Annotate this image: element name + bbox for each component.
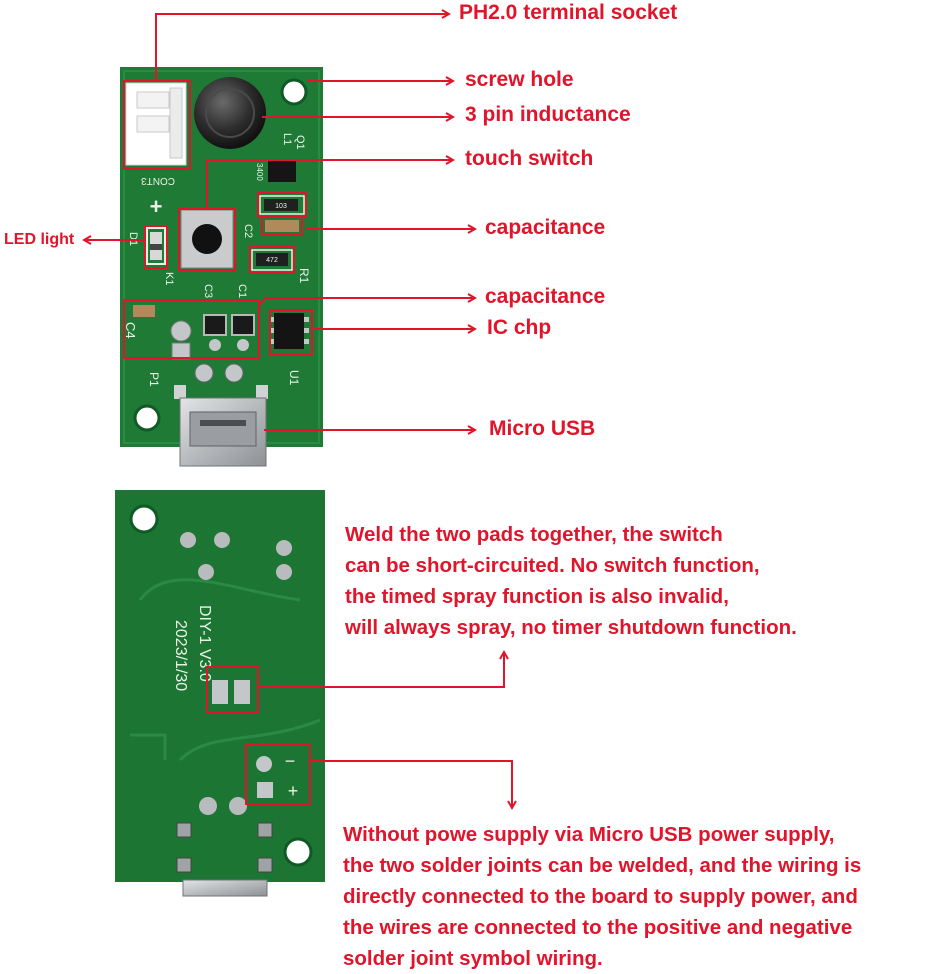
label-ic-chip: IC chp — [487, 316, 552, 339]
note-power-line-3: directly connected to the board to suppl… — [343, 885, 858, 908]
note-power-line-5: solder joint symbol wiring. — [343, 947, 603, 970]
p1-pad-2 — [224, 363, 244, 383]
silk-plus: + — [150, 194, 163, 219]
silk-l1: L1 — [281, 133, 293, 145]
back-pad-4 — [198, 564, 214, 580]
back-board: DIY-1 V3.0 2023/1/30 − + — [115, 490, 325, 897]
silk-back-plus: + — [288, 781, 299, 801]
note-switch-line-1: Weld the two pads together, the switch — [345, 523, 723, 546]
silk-c3: C3 — [202, 284, 214, 298]
usb-tab-2 — [257, 822, 273, 838]
note-switch-pads: Weld the two pads together, the switch c… — [345, 519, 797, 643]
power-pad-positive — [257, 782, 273, 798]
inductor — [194, 77, 266, 149]
silk-cont3: CONT3 — [141, 175, 175, 186]
front-leader-lines — [84, 14, 475, 430]
back-micro-usb — [182, 879, 268, 897]
label-micro-usb: Micro USB — [489, 417, 596, 440]
smd-pad-2 — [237, 339, 249, 351]
smd-472: 472 — [251, 249, 293, 271]
silk-date: 2023/1/30 — [172, 620, 189, 691]
screw-hole-bottom — [133, 404, 161, 432]
label-3pin-inductance: 3 pin inductance — [465, 103, 631, 126]
back-pad-5 — [276, 564, 292, 580]
silk-minus: − — [285, 751, 296, 771]
label-touch-switch: touch switch — [465, 147, 594, 170]
back-pad-3 — [276, 540, 292, 556]
silk-k1: K1 — [163, 272, 175, 285]
silk-p1: P1 — [147, 372, 161, 387]
silk-c4: C4 — [123, 322, 138, 339]
note-switch-line-3: the timed spray function is also invalid… — [345, 585, 729, 608]
label-ph20-socket: PH2.0 terminal socket — [459, 1, 678, 24]
electrolytic-pad-square — [171, 342, 191, 360]
svg-text:472: 472 — [266, 257, 278, 264]
micro-usb-connector — [174, 385, 268, 467]
ic-chip — [269, 313, 309, 349]
usb-tab-3 — [176, 857, 192, 873]
electrolytic-pad — [170, 320, 192, 342]
silk-3400: 3400 — [255, 163, 264, 181]
touch-switch — [180, 209, 234, 269]
back-pad-6 — [199, 797, 217, 815]
svg-text:103: 103 — [275, 203, 287, 210]
smd-103: 103 — [259, 195, 305, 215]
led-d1 — [146, 227, 166, 265]
ph20-socket — [125, 82, 187, 166]
back-highlights — [206, 666, 311, 805]
smd-pad-1 — [209, 339, 221, 351]
front-highlights — [123, 80, 313, 359]
back-pad-2 — [214, 532, 230, 548]
note-switch-line-4: will always spray, no timer shutdown fun… — [345, 616, 797, 639]
silk-c2: C2 — [242, 224, 254, 238]
p1-pad-1 — [194, 363, 214, 383]
usb-tab-4 — [257, 857, 273, 873]
note-power-line-2: the two solder joints can be welded, and… — [343, 854, 862, 877]
note-power-line-4: the wires are connected to the positive … — [343, 916, 853, 939]
back-pad-1 — [180, 532, 196, 548]
back-screw-hole-top — [129, 504, 159, 534]
silk-u1: U1 — [287, 370, 301, 386]
silk-model: DIY-1 V3.0 — [196, 605, 213, 682]
smd-cap-1 — [203, 314, 227, 336]
note-switch-line-2: can be short-circuited. No switch functi… — [345, 554, 760, 577]
smd-cap-c4 — [133, 305, 155, 317]
label-capacitance-1: capacitance — [485, 216, 606, 239]
silk-c1: C1 — [236, 284, 248, 298]
note-power-line-1: Without powe supply via Micro USB power … — [343, 823, 835, 846]
smd-cap-c2 — [265, 220, 299, 232]
smd-cap-2 — [231, 314, 255, 336]
usb-tab-1 — [176, 822, 192, 838]
label-capacitance-2: capacitance — [485, 285, 606, 308]
label-screw-hole: screw hole — [465, 68, 574, 91]
back-pad-7 — [229, 797, 247, 815]
back-leader-lines — [258, 652, 512, 808]
label-led-light: LED light — [4, 231, 75, 248]
silk-r1: R1 — [297, 268, 311, 284]
power-pad-negative — [256, 756, 272, 772]
screw-hole-top — [280, 78, 308, 106]
silk-q1: Q1 — [294, 135, 306, 150]
front-board: CONT3 L1 Q1 3400 + D1 K1 C3 C1 C2 — [120, 67, 323, 467]
note-power-pads: Without powe supply via Micro USB power … — [343, 819, 861, 974]
transistor — [268, 160, 296, 182]
back-screw-hole-bottom — [283, 837, 313, 867]
switch-short-pads — [212, 680, 250, 704]
